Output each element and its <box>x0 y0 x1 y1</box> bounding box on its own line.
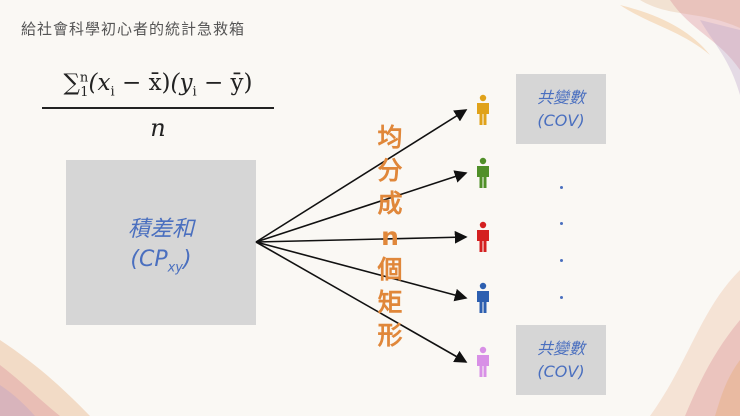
ellipsis-dot <box>560 296 563 299</box>
cross-product-sum-symbol: (CPxy) <box>130 247 192 276</box>
cross-product-sum-title: 積差和 <box>127 217 194 242</box>
arrow-5 <box>255 241 468 363</box>
ellipsis-dot <box>560 222 563 225</box>
person-icon-orange <box>477 94 489 125</box>
fraction-bar <box>42 107 274 109</box>
arrow-2 <box>255 170 468 243</box>
covariance-label: 共變數 <box>536 88 585 107</box>
arrow-1 <box>255 109 468 243</box>
person-icon-green <box>477 157 489 188</box>
split-char: 個 <box>377 255 403 284</box>
split-char: 成 <box>377 189 403 218</box>
cross-product-sum-box: 積差和 (CPxy) <box>66 160 256 325</box>
person-icon-pink <box>477 346 489 377</box>
sum-symbol: ∑ <box>63 70 80 96</box>
cross-product-sum-label: 積差和 (CPxy) <box>66 215 256 283</box>
split-into-n-rectangles-text: 均 分 成 n 個 矩 形 <box>369 121 411 352</box>
ellipsis-dot <box>560 259 563 262</box>
watercolor-top-right <box>620 0 740 95</box>
person-icon-red <box>477 221 489 252</box>
watercolor-bottom-right <box>650 270 740 416</box>
arrow-4 <box>255 241 468 302</box>
covariance-box-bottom: 共變數 (COV) <box>516 325 606 395</box>
split-char: n <box>381 222 399 251</box>
person-icon-blue <box>477 282 489 313</box>
formula-denominator: n <box>150 114 166 142</box>
covariance-abbr: (COV) <box>537 111 585 130</box>
covariance-box-top: 共變數 (COV) <box>516 74 606 144</box>
arrow-3 <box>255 230 468 244</box>
formula-numerator: ∑n1(xi − x̄)(yi − ȳ) <box>42 70 274 100</box>
covariance-formula: ∑n1(xi − x̄)(yi − ȳ) n <box>42 70 274 142</box>
split-char: 分 <box>377 156 403 185</box>
split-char: 形 <box>377 321 403 350</box>
sum-lower-limit: 1 <box>80 84 89 100</box>
split-char: 均 <box>377 123 403 152</box>
watercolor-bottom-left <box>0 340 90 416</box>
covariance-label: 共變數 <box>536 339 585 358</box>
y-term: (yi − ȳ) <box>170 70 253 100</box>
sum-upper-limit: n <box>79 70 89 86</box>
covariance-abbr: (COV) <box>537 362 585 381</box>
x-term: (xi − x̄) <box>88 70 171 100</box>
header-title: 給社會科學初心者的統計急救箱 <box>21 20 246 38</box>
ellipsis-dot <box>560 186 563 189</box>
split-char: 矩 <box>377 288 403 317</box>
